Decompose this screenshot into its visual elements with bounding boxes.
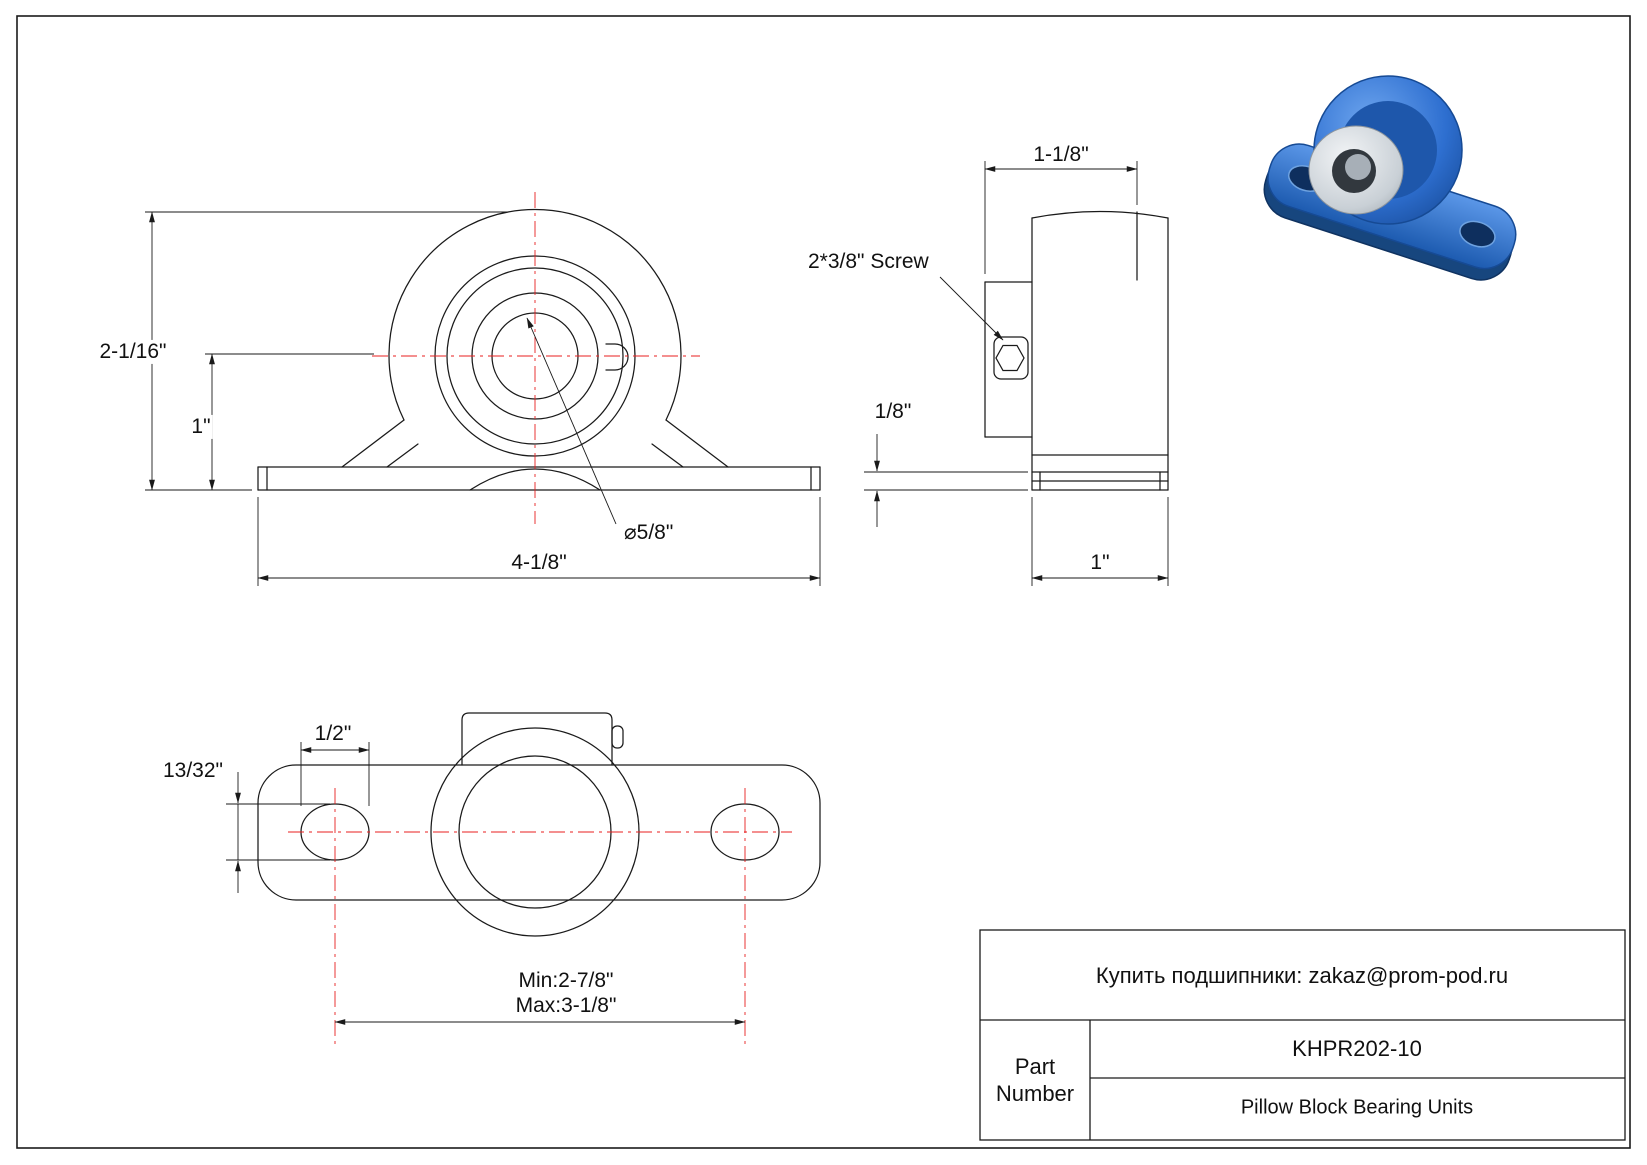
top-bolt-spacing-min-dim: Min:2-7/8" [518, 968, 614, 992]
title-block-part-number: KHPR202-10 [1292, 1036, 1422, 1061]
top-view-linework [257, 712, 821, 937]
top-view-dimensions [226, 742, 746, 1025]
title-block-part-description: Pillow Block Bearing Units [1240, 1096, 1474, 1119]
top-bolt-spacing-max-dim: Max:3-1/8" [515, 993, 617, 1017]
title-block-frame [979, 929, 1626, 1141]
title-block-part-label: Part Number [995, 1053, 1075, 1107]
front-base-width-dim: 4-1/8" [511, 550, 567, 574]
front-view-linework [257, 209, 821, 491]
side-view-dimensions [864, 161, 1169, 586]
front-total-height-dim: 2-1/16" [97, 339, 169, 365]
front-bore-diameter-dim: ⌀5/8" [624, 520, 674, 544]
side-view-linework [984, 210, 1169, 491]
front-view-dimensions [145, 211, 821, 586]
sheet-border [16, 15, 1631, 1149]
top-slot-length-dim: 1/2" [314, 721, 352, 745]
front-view-centerlines [372, 192, 700, 524]
side-screw-callout: 2*3/8" Screw [808, 249, 929, 273]
front-center-height-dim: 1" [189, 414, 213, 440]
title-block-contact: Купить подшипники: zakaz@prom-pod.ru [1095, 963, 1509, 988]
top-slot-width-dim: 13/32" [162, 758, 224, 782]
side-base-thickness-dim: 1/8" [874, 399, 912, 423]
bearing-3d-image [1263, 75, 1517, 281]
side-bottom-width-dim: 1" [1090, 550, 1110, 574]
side-top-width-dim: 1-1/8" [1033, 142, 1089, 166]
top-view-centerlines [288, 788, 792, 1044]
